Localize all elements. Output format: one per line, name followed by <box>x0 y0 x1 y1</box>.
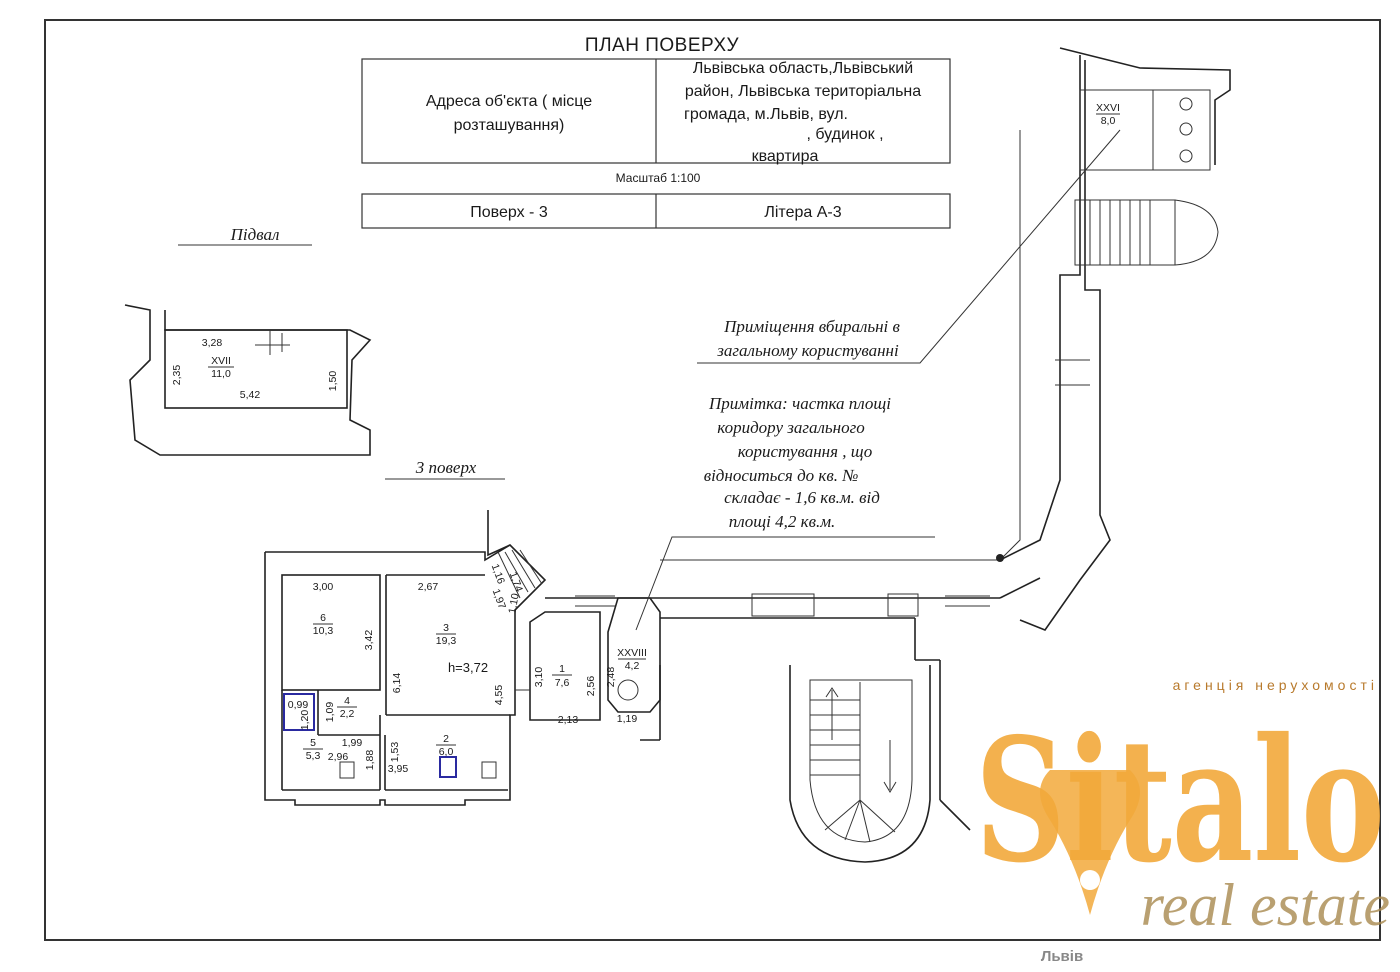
address-value-5: квартира <box>752 148 819 165</box>
dim-342: 3,42 <box>363 630 375 651</box>
room5-area: 5,3 <box>306 750 321 762</box>
watermark-brand: Sitalo <box>975 701 1385 901</box>
floor3-label: 3 поверх <box>415 458 477 477</box>
corridor-note-line3: користування , що <box>738 442 873 461</box>
address-value-2: район, Львівська територіальна <box>685 83 921 100</box>
dim-213: 2,13 <box>558 714 579 726</box>
corridor-note-line5: складає - 1,6 кв.м. від <box>724 488 880 507</box>
floor-letter-table: Поверх - 3 Літера А-3 <box>361 193 951 229</box>
address-value-1: Львівська область,Львівський <box>693 60 913 77</box>
watermark-sub: real estate <box>1141 872 1390 938</box>
dim-099: 0,99 <box>288 699 309 711</box>
dim-110: 1,10 <box>506 592 521 614</box>
address-value-4: , будинок , <box>806 126 883 143</box>
room3-no: 3 <box>443 622 449 634</box>
address-table: Адреса об'єкта ( місце розташування) Льв… <box>361 58 951 165</box>
dim-256: 2,56 <box>585 676 597 697</box>
room6-area: 10,3 <box>313 625 334 637</box>
dim-119: 1,19 <box>617 713 638 725</box>
dim-310: 3,10 <box>533 667 545 688</box>
room3-area: 19,3 <box>436 635 457 647</box>
restroom-note-line1: Приміщення вбиральні в <box>723 317 900 336</box>
room1-area: 7,6 <box>555 677 570 689</box>
dim-197: 1,97 <box>490 587 508 610</box>
plan-title: ПЛАН ПОВЕРХУ <box>585 35 740 56</box>
dim-109: 1,09 <box>324 702 336 723</box>
page-frame <box>44 19 1381 941</box>
address-value-3: громада, м.Львів, вул. <box>684 106 848 123</box>
dim-614: 6,14 <box>391 673 403 694</box>
corridor-note-line2: коридору загального <box>717 418 864 437</box>
watermark-tagline: агенція нерухомості <box>1173 677 1378 693</box>
roomXXVIII-no: XXVIII <box>617 647 647 659</box>
roomXXVIII-area: 4,2 <box>625 660 640 672</box>
basement-label: Підвал <box>230 225 280 244</box>
corridor-note-line4: відноситься до кв. № <box>704 466 859 485</box>
basement-dim-bottom: 5,42 <box>240 389 261 401</box>
letter-value: Літера А-3 <box>764 204 841 221</box>
restroom-note-line2: загальному користуванні <box>716 341 899 360</box>
corridor-note-line1: Примітка: частка площі <box>708 394 891 413</box>
roomXXVI-area: 8,0 <box>1101 115 1116 127</box>
location-pin-icon <box>1040 770 1140 915</box>
dim-room6-width: 3,00 <box>313 581 334 593</box>
corridor-note-line6: площі 4,2 кв.м. <box>729 512 836 531</box>
watermark-city: Львів <box>1041 948 1083 965</box>
floor-value: Поверх - 3 <box>470 204 548 221</box>
basement-dim-top: 3,28 <box>202 337 223 349</box>
dim-120: 1,20 <box>299 710 311 731</box>
address-label-2: розташування) <box>454 117 565 134</box>
room5-no: 5 <box>310 737 316 749</box>
restroom-note: Приміщення вбиральні в загальному корист… <box>697 129 1121 364</box>
room4-area: 2,2 <box>340 708 355 720</box>
scale-label: Масштаб 1:100 <box>616 171 701 185</box>
dim-248: 2,48 <box>605 667 617 688</box>
floor3-plan: 3,00 2,67 1,16 1,74 1,97 1,10 3,42 6,14 … <box>264 47 1231 863</box>
room3-height: h=3,72 <box>448 660 488 675</box>
dim-296: 2,96 <box>328 751 349 763</box>
agency-watermark: агенція нерухомості Sitalo real estate Л… <box>975 677 1390 965</box>
room4-no: 4 <box>344 695 350 707</box>
basement-dim-left: 2,35 <box>171 365 183 386</box>
basement-room-no: XVII <box>211 355 231 367</box>
dim-174: 1,74 <box>507 570 525 593</box>
roomXXVI-no: XXVI <box>1096 102 1120 114</box>
room1-no: 1 <box>559 663 565 675</box>
dim-199: 1,99 <box>342 737 363 749</box>
basement-dim-right: 1,50 <box>327 371 339 392</box>
dim-188: 1,88 <box>364 750 376 771</box>
dim-room3-width: 2,67 <box>418 581 439 593</box>
basement-room-area: 11,0 <box>211 368 231 380</box>
dim-395: 3,95 <box>388 763 409 775</box>
room2-area: 6,0 <box>439 746 454 758</box>
room6-no: 6 <box>320 612 326 624</box>
address-label: Адреса об'єкта ( місце <box>426 93 592 110</box>
room2-no: 2 <box>443 733 449 745</box>
basement-plan: 3,28 2,35 5,42 1,50 XVII 11,0 <box>124 304 372 456</box>
dim-153: 1,53 <box>389 742 401 763</box>
dim-455: 4,55 <box>493 685 505 706</box>
corridor-note: Примітка: частка площі коридору загально… <box>635 130 1021 631</box>
